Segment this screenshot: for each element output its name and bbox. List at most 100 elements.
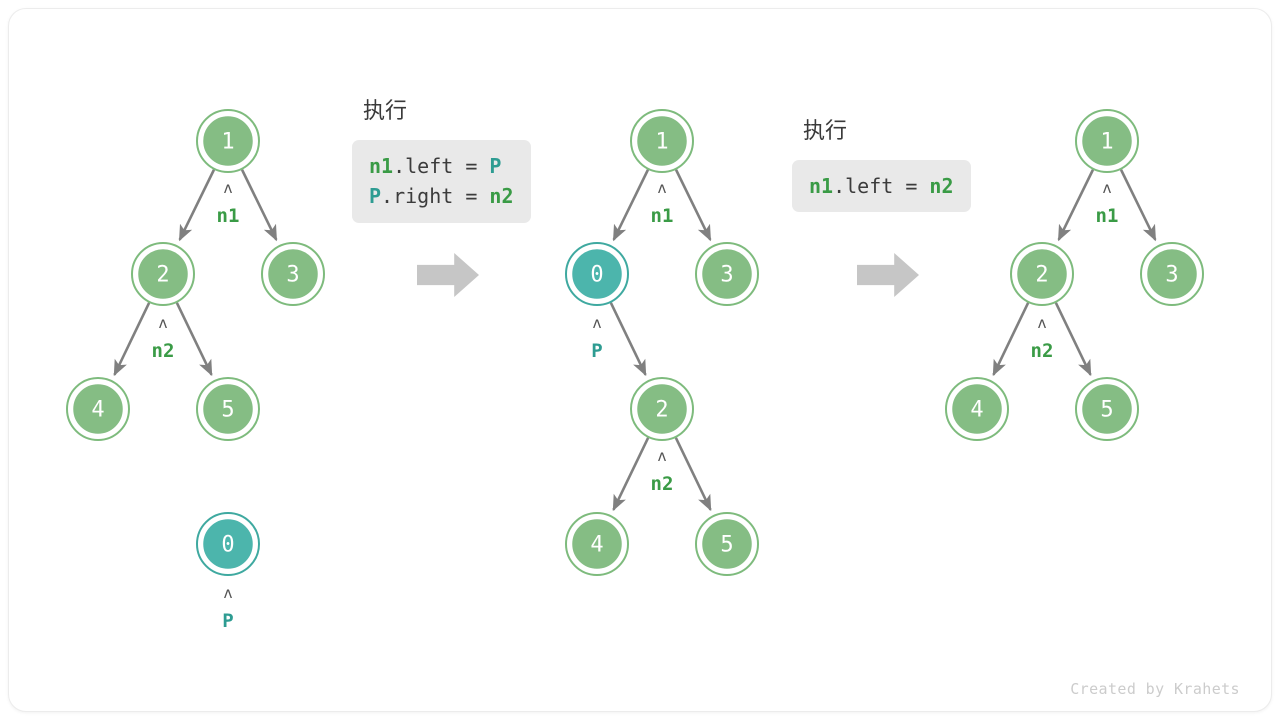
pointer-n1: n1 [1096,205,1119,227]
node-outer-ring [66,377,130,441]
node-circle [135,246,191,302]
code-line: n1.left = P [369,151,514,181]
pointer-P: P [591,340,602,362]
node-outer-ring [565,242,629,306]
block-arrow-1 [417,253,479,297]
node-outer-ring [1075,109,1139,173]
tree-node[interactable]: 5 [1075,377,1139,441]
tree-node[interactable]: 4 [66,377,130,441]
tree-edge [609,302,647,377]
tree-node[interactable]: 3 [1140,242,1204,306]
tree-edge [178,169,216,242]
node-value: 5 [1100,398,1113,423]
pointer-n1: n1 [651,205,674,227]
code-token: P [489,154,502,178]
code-token: .left = [393,154,490,178]
code-token: .right = [381,184,490,209]
node-outer-ring [1140,242,1204,306]
node-circle [569,516,625,572]
tree-node[interactable]: 1 [630,109,694,173]
tree-edge [1119,169,1157,242]
tree-edge [113,302,151,377]
pointer-n1: n1 [217,205,240,227]
node-value: 4 [91,398,104,423]
step-label: 执行 [803,119,848,144]
node-value: 1 [1100,130,1113,155]
node-circle [200,113,256,169]
node-circle [699,246,755,302]
node-value: 3 [1165,263,1178,288]
code-box-step-2: n1.left = n2 [792,160,971,213]
node-outer-ring [630,109,694,173]
code-token: n1 [809,174,834,198]
node-value: 4 [970,398,983,423]
node-value: 0 [221,533,234,558]
pointer-caret-icon: ʌ [657,447,666,465]
node-circle [70,381,126,437]
tree-edge [175,302,213,377]
node-circle [200,516,256,572]
tree-node[interactable]: 3 [261,242,325,306]
node-outer-ring [196,109,260,173]
tree-node[interactable]: 0 [196,512,260,576]
code-token: n2 [929,174,954,198]
node-circle [569,246,625,302]
node-value: 3 [286,263,299,288]
code-token: n2 [489,184,514,209]
tree-node[interactable]: 3 [695,242,759,306]
node-outer-ring [695,242,759,306]
pointer-caret-icon: ʌ [223,584,232,602]
tree-node[interactable]: 5 [196,377,260,441]
pointer-caret-icon: ʌ [223,179,232,197]
node-value: 2 [1035,263,1048,288]
step-label: 执行 [363,99,408,124]
pointer-caret-icon: ʌ [657,179,666,197]
node-circle [1079,381,1135,437]
node-value: 3 [720,263,733,288]
tree-edge [612,169,650,242]
tree-node[interactable]: 4 [945,377,1009,441]
tree-edge [674,437,712,512]
tree-node[interactable]: 2 [630,377,694,441]
pointer-caret-icon: ʌ [1037,314,1046,332]
tree-node[interactable]: 1 [1075,109,1139,173]
pointer-caret-icon: ʌ [1102,179,1111,197]
pointer-caret-icon: ʌ [158,314,167,332]
tree-node[interactable]: 1 [196,109,260,173]
code-token: .left = [833,174,930,198]
code-line: P.right = n2 [369,181,514,211]
tree-node[interactable]: 0 [565,242,629,306]
tree-node[interactable]: 5 [695,512,759,576]
node-circle [949,381,1005,437]
tree-node[interactable]: 4 [565,512,629,576]
code-token: P [369,184,382,209]
node-outer-ring [630,377,694,441]
pointer-n2: n2 [152,340,175,362]
node-value: 5 [720,533,733,558]
tree-node[interactable]: 2 [1010,242,1074,306]
code-line: n1.left = n2 [809,171,954,201]
tree-edge [612,437,650,512]
node-circle [1014,246,1070,302]
node-value: 2 [655,398,668,423]
node-circle [634,381,690,437]
tree-edge [1054,302,1092,377]
node-circle [200,381,256,437]
node-value: 2 [156,263,169,288]
tree-edge [1057,169,1095,242]
node-outer-ring [196,512,260,576]
block-arrow-2 [857,253,919,297]
credit-text: Created by Krahets [1070,680,1240,698]
tree-node[interactable]: 2 [131,242,195,306]
pointer-caret-icon: ʌ [592,314,601,332]
code-token: n1 [369,154,394,178]
node-circle [265,246,321,302]
node-outer-ring [196,377,260,441]
node-outer-ring [695,512,759,576]
